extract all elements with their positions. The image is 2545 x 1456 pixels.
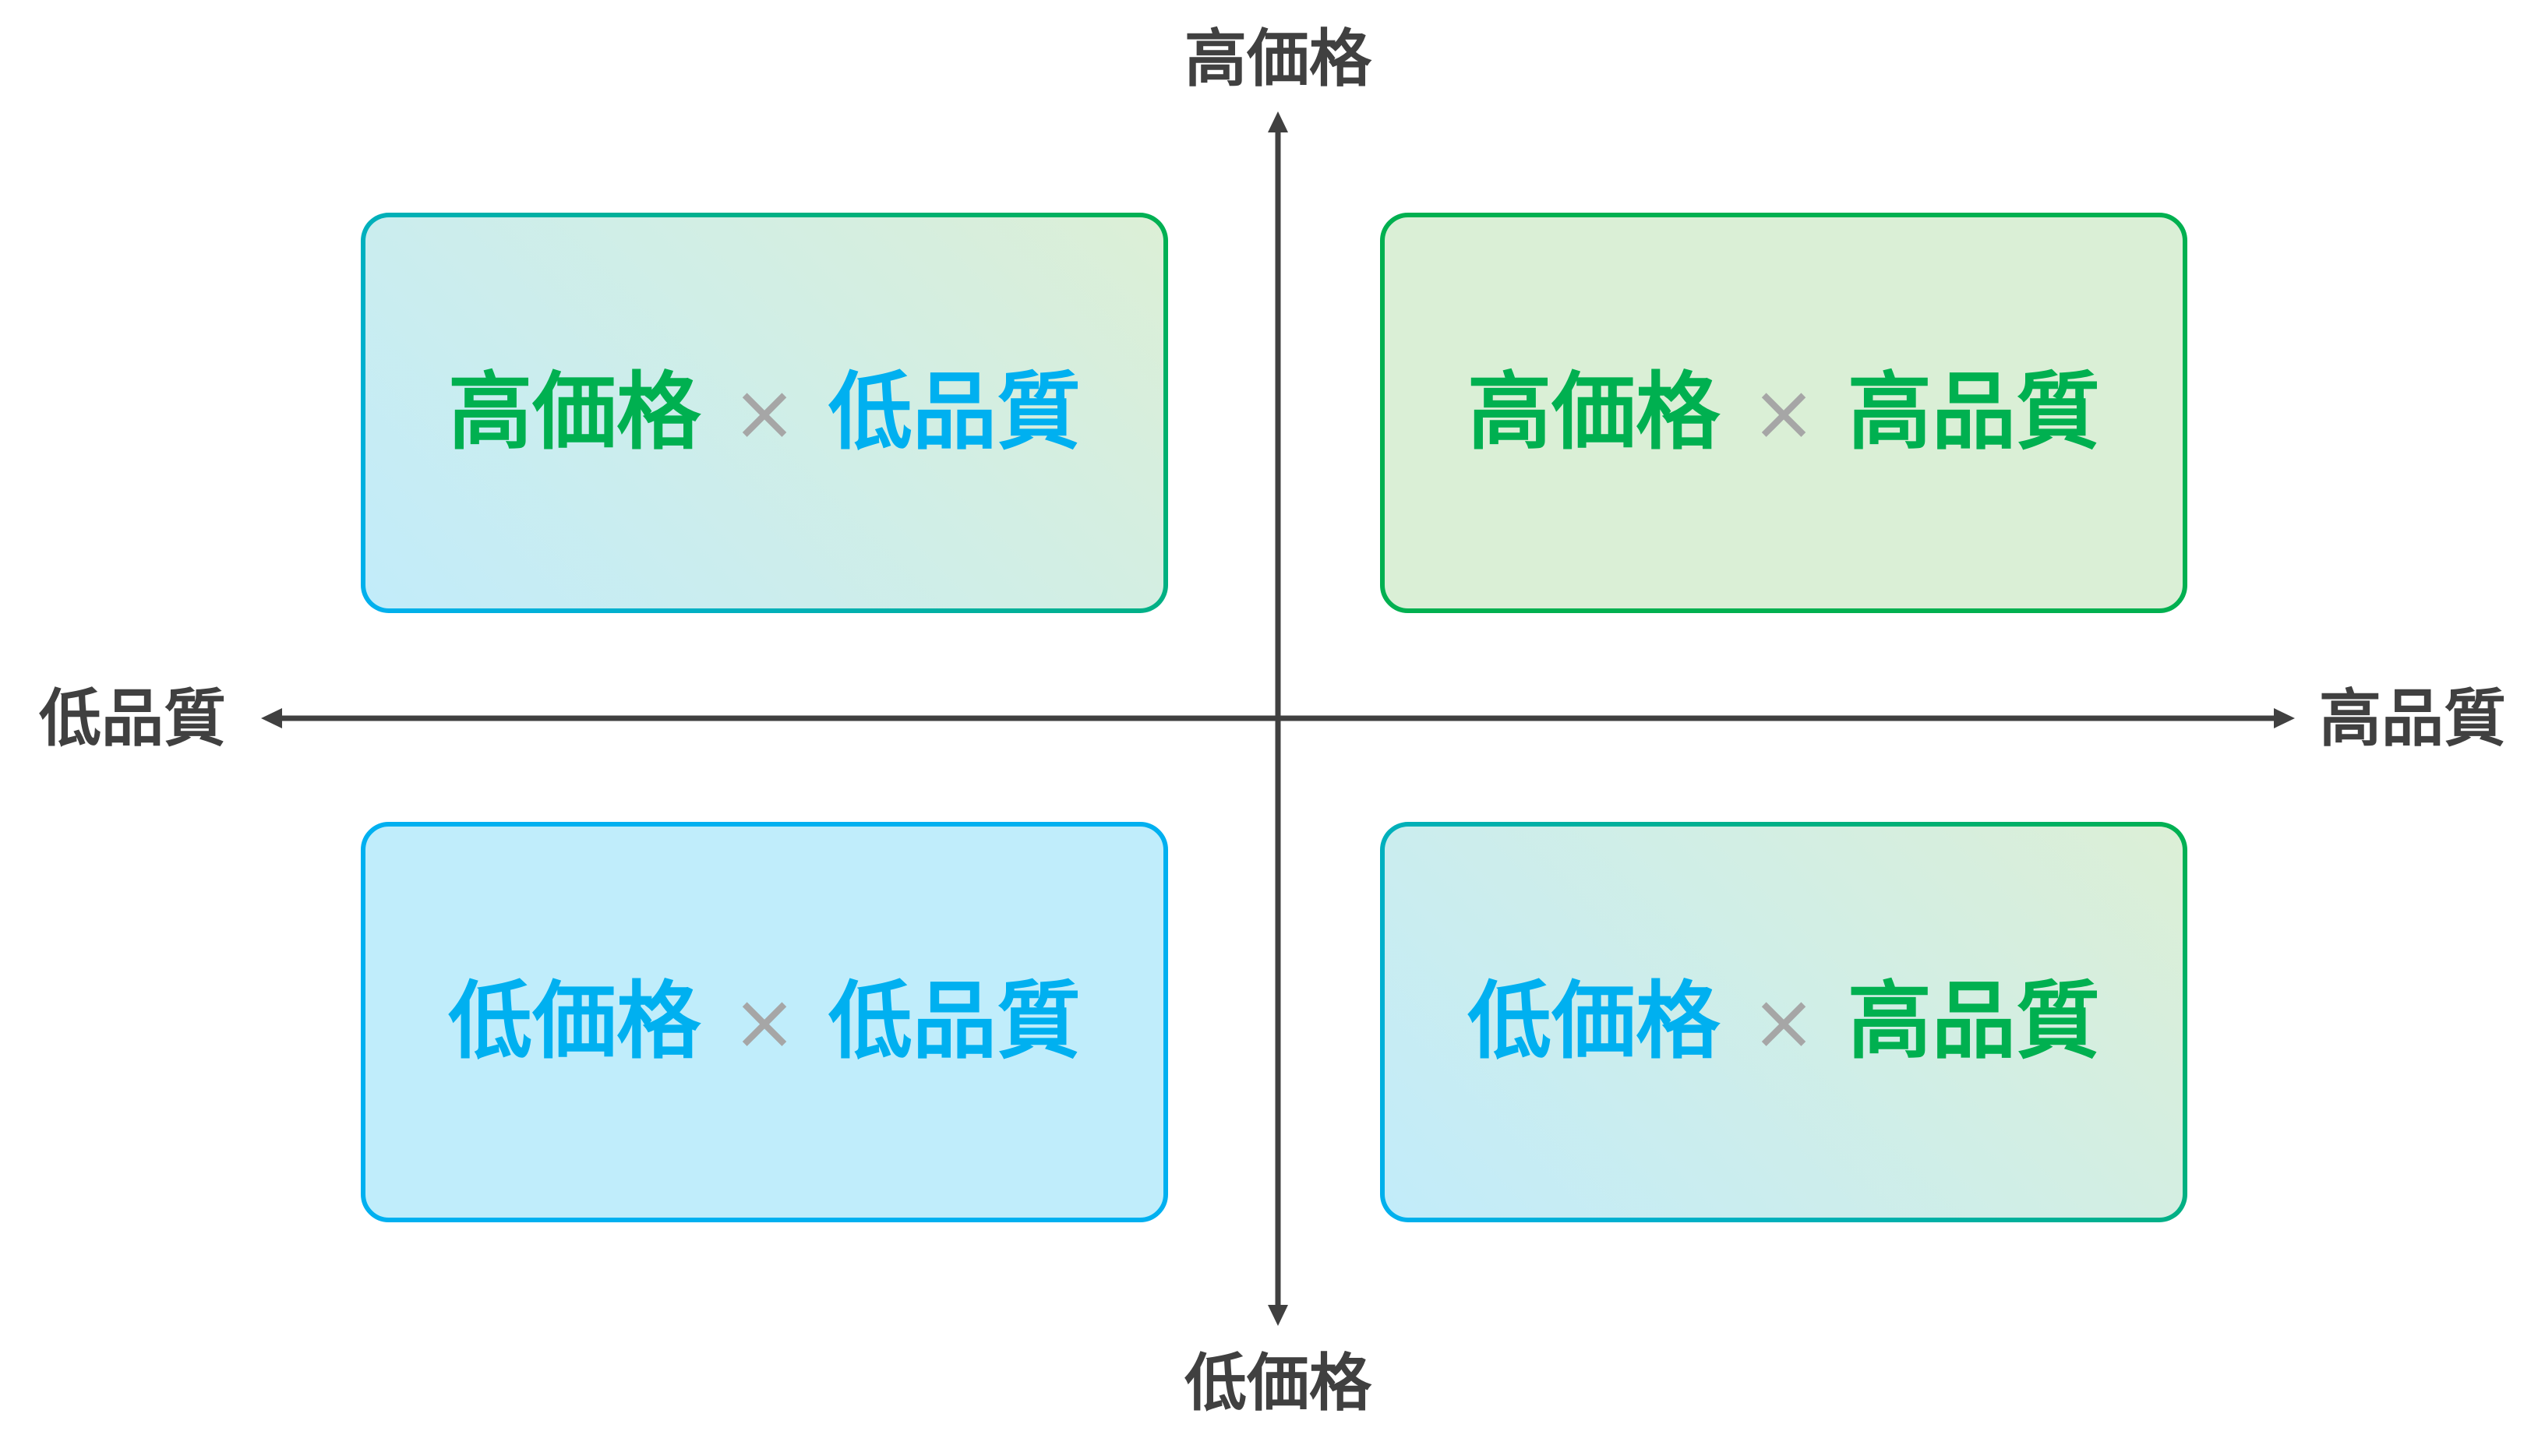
axis-label-high-price: 高価格	[1184, 23, 1371, 95]
price-label: 低価格	[1467, 973, 1721, 1070]
times-icon: ×	[732, 367, 797, 458]
arrow-left-icon	[261, 708, 282, 728]
quality-label: 高品質	[1847, 364, 2100, 461]
quadrant-low-price-high-quality: 低価格 × 高品質	[1380, 822, 2187, 1222]
axis-label-high-quality: 高品質	[2319, 682, 2506, 755]
arrow-up-icon	[1268, 111, 1288, 132]
axis-label-low-price: 低価格	[1184, 1347, 1371, 1419]
quadrant-label: 低価格 × 高品質	[1467, 980, 2100, 1064]
quadrant-label: 低価格 × 低品質	[448, 980, 1081, 1064]
quality-label: 高品質	[1847, 973, 2100, 1070]
arrow-right-icon	[2274, 708, 2295, 728]
price-label: 高価格	[448, 364, 701, 461]
times-icon: ×	[1751, 976, 1816, 1067]
quadrant-high-price-high-quality: 高価格 × 高品質	[1380, 213, 2187, 613]
quadrant-label: 高価格 × 低品質	[448, 371, 1081, 455]
price-label: 低価格	[448, 973, 701, 1070]
quality-label: 低品質	[828, 364, 1081, 461]
quadrant-low-price-low-quality: 低価格 × 低品質	[361, 822, 1168, 1222]
times-icon: ×	[732, 976, 797, 1067]
times-icon: ×	[1751, 367, 1816, 458]
axis-label-low-quality: 低品質	[39, 682, 226, 755]
quality-label: 低品質	[828, 973, 1081, 1070]
arrow-down-icon	[1268, 1305, 1288, 1326]
price-label: 高価格	[1467, 364, 1721, 461]
quadrant-high-price-low-quality: 高価格 × 低品質	[361, 213, 1168, 613]
quadrant-label: 高価格 × 高品質	[1467, 371, 2100, 455]
